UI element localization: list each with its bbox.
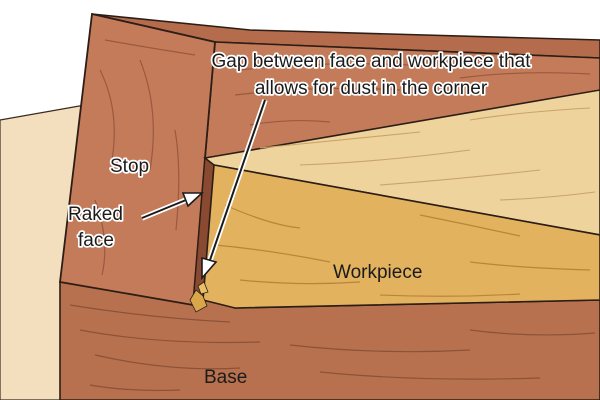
dust-pile <box>189 281 209 313</box>
base-label: Base <box>204 367 247 388</box>
gap-arrow <box>201 99 268 281</box>
gap-label-line1: Gap between face and workpiece that <box>212 51 532 72</box>
workpiece-label: Workpiece <box>333 262 422 283</box>
base-grain <box>69 304 596 392</box>
gap-label-line2: allows for dust in the corner <box>255 78 488 99</box>
stop-label: Stop <box>110 156 149 177</box>
stop-front-grain <box>94 39 196 276</box>
workpiece-front-face <box>202 164 600 309</box>
workpiece-top-face <box>203 89 600 236</box>
raked-face-label-line2: face <box>78 230 114 251</box>
workpiece-front-grain <box>214 204 591 297</box>
raked-face-arrow <box>140 192 205 221</box>
workpiece-top-grain <box>259 107 596 201</box>
raked-face-label-line1: Raked <box>68 204 123 225</box>
